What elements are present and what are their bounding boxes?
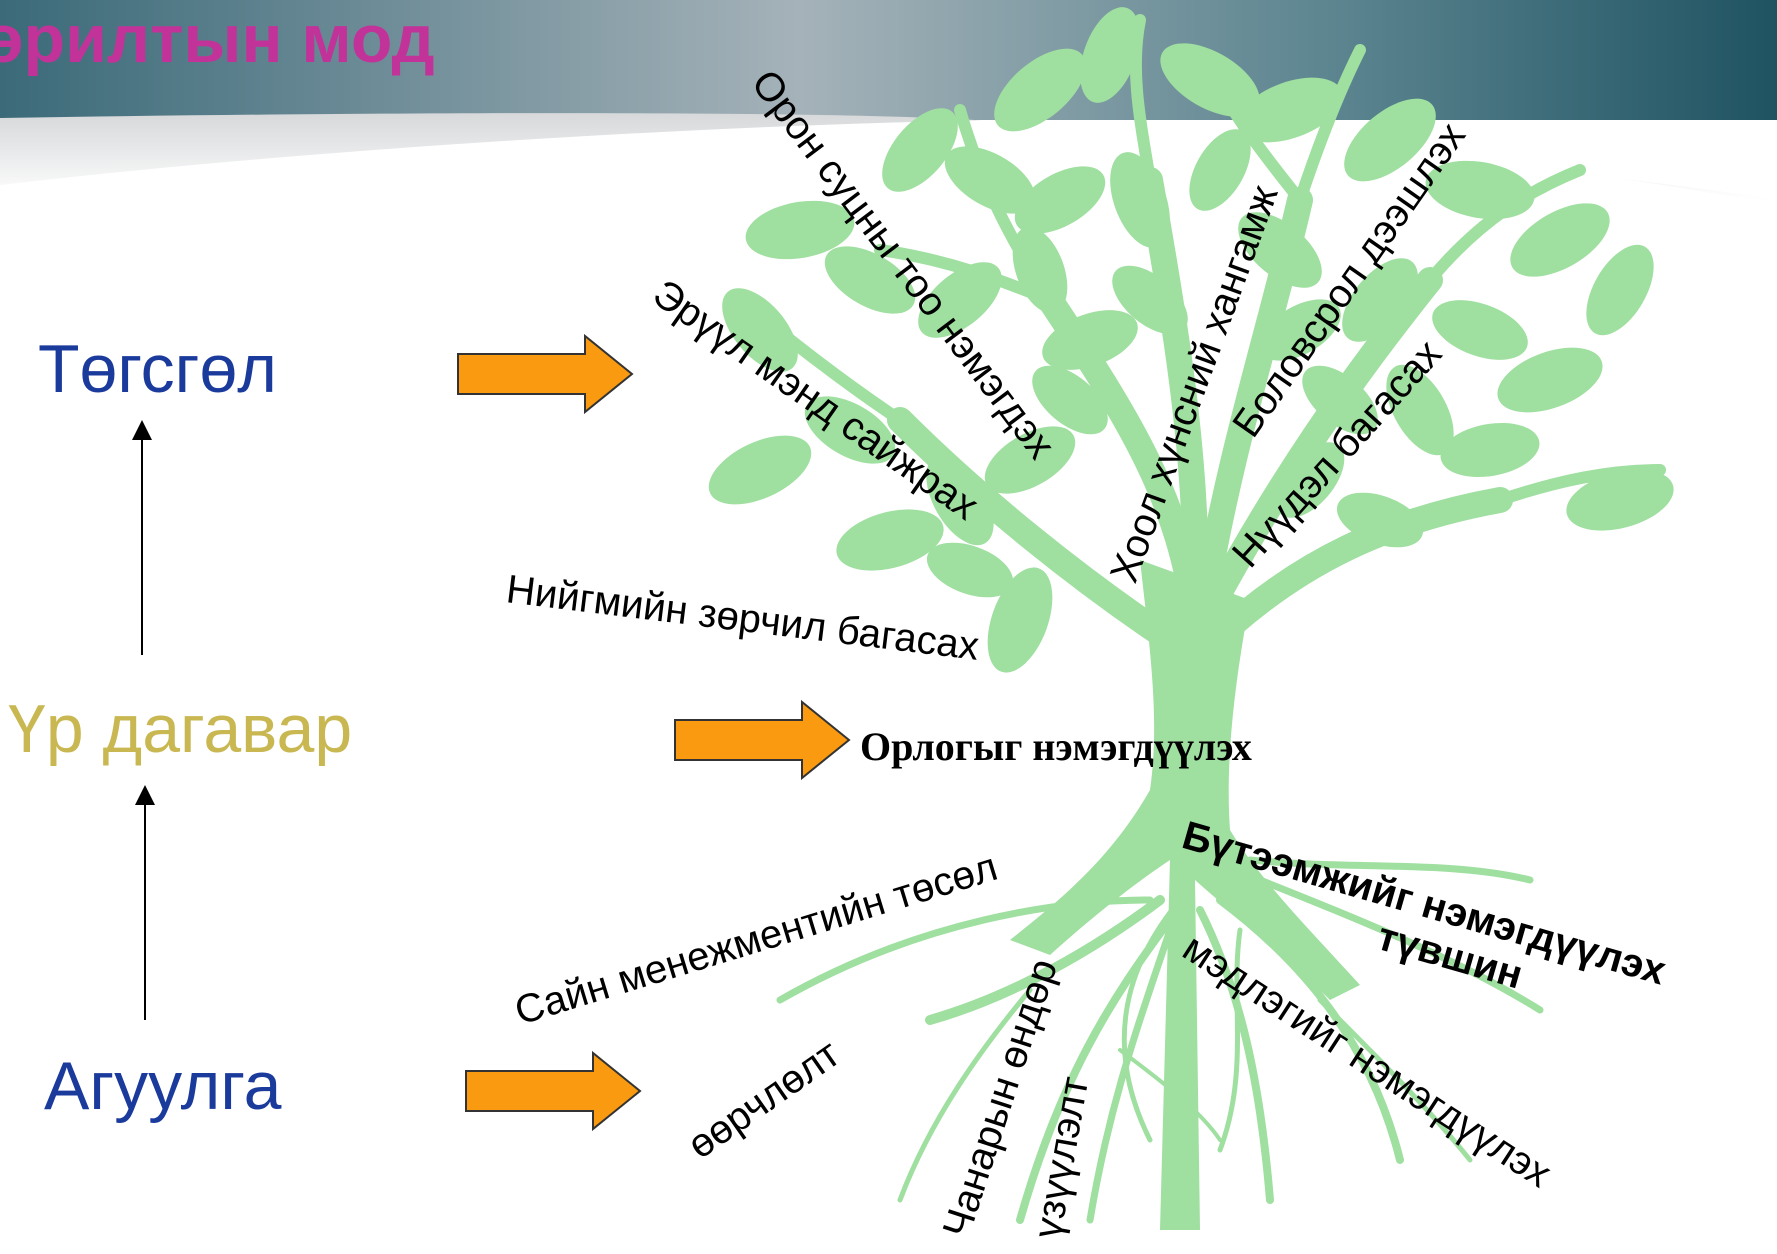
- slide-title: өрилтын мод: [0, 1, 435, 77]
- root-text-change: өөрчлөлт: [680, 1032, 848, 1168]
- trunk-text-income: Орлогыг нэмэгдүүлэх: [860, 724, 1252, 769]
- branch-text-social: Нийгмийн зөрчил багасах: [504, 567, 981, 669]
- tree-illustration: [708, 7, 1674, 1230]
- arrow-to-result: [674, 699, 851, 781]
- root-text-management: Сайн менежментийн төсөл: [510, 845, 1003, 1034]
- level-label-content: Агуулга: [44, 1048, 282, 1124]
- level-label-goal: Төгсгөл: [38, 331, 277, 407]
- arrow-to-goal: [457, 333, 634, 415]
- level-label-result: Үр дагавар: [8, 691, 353, 767]
- arrow-to-content: [465, 1050, 642, 1132]
